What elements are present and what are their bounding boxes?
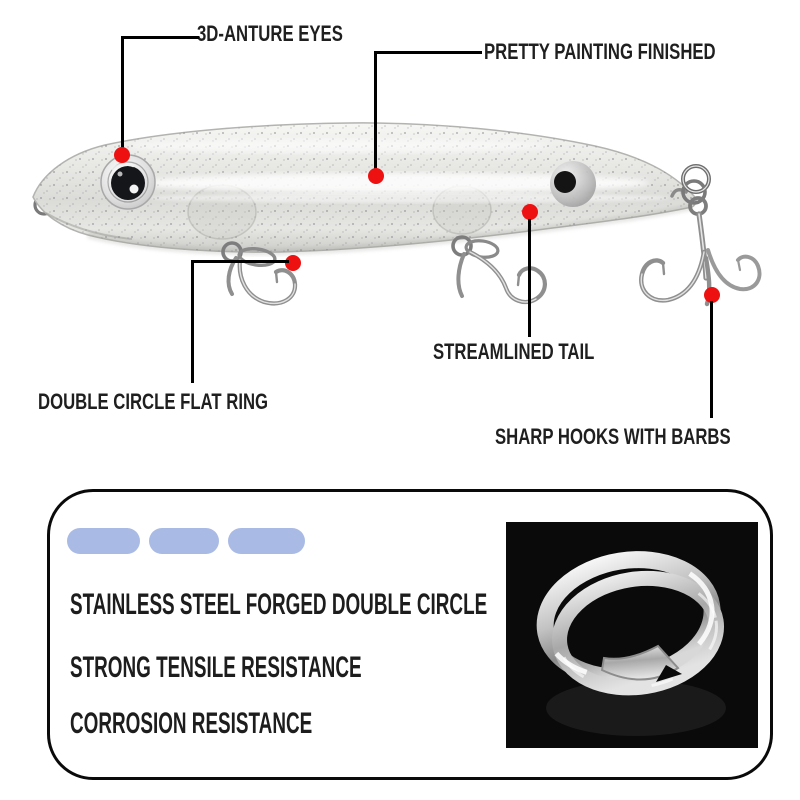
lure-eye [100, 154, 156, 210]
tail-split-ring [670, 164, 711, 205]
callout-hooks-label: SHARP HOOKS WITH BARBS [495, 424, 731, 449]
split-ring-illustration [506, 522, 758, 748]
marker-dot [285, 255, 301, 271]
leader-line [191, 260, 194, 383]
feature-pill [149, 528, 219, 554]
feature-pill [67, 528, 140, 554]
callout-painting-label: PRETTY PAINTING FINISHED [484, 39, 716, 64]
callout-eyes-label: 3D-ANTURE EYES [197, 21, 343, 46]
feature-box: STAINLESS STEEL FORGED DOUBLE CIRCLE STR… [47, 489, 773, 780]
mid-treble-hook [451, 235, 547, 305]
callout-flat-ring-label: DOUBLE CIRCLE FLAT RING [38, 389, 269, 414]
leader-line [528, 219, 531, 337]
marker-dot [114, 147, 130, 163]
marker-dot [368, 168, 384, 184]
leader-line [121, 36, 124, 149]
body-highlight [140, 173, 650, 193]
callout-tail-label: STREAMLINED TAIL [433, 339, 595, 364]
feature-bullet: STAINLESS STEEL FORGED DOUBLE CIRCLE [70, 588, 488, 621]
leader-line [374, 51, 482, 54]
feature-pill [228, 528, 305, 554]
marker-dot [522, 204, 538, 220]
feature-bullet: STRONG TENSILE RESISTANCE [70, 651, 362, 684]
leader-line [374, 51, 377, 169]
tail-treble-hook [639, 196, 762, 307]
leader-line [710, 301, 713, 418]
feature-bullet: CORROSION RESISTANCE [70, 707, 313, 740]
rear-dot [554, 171, 576, 193]
feature-pill-row [67, 528, 305, 554]
marker-dot [704, 287, 720, 303]
split-ring-photo [506, 522, 758, 748]
leader-line [121, 36, 199, 39]
leader-line [191, 260, 289, 263]
